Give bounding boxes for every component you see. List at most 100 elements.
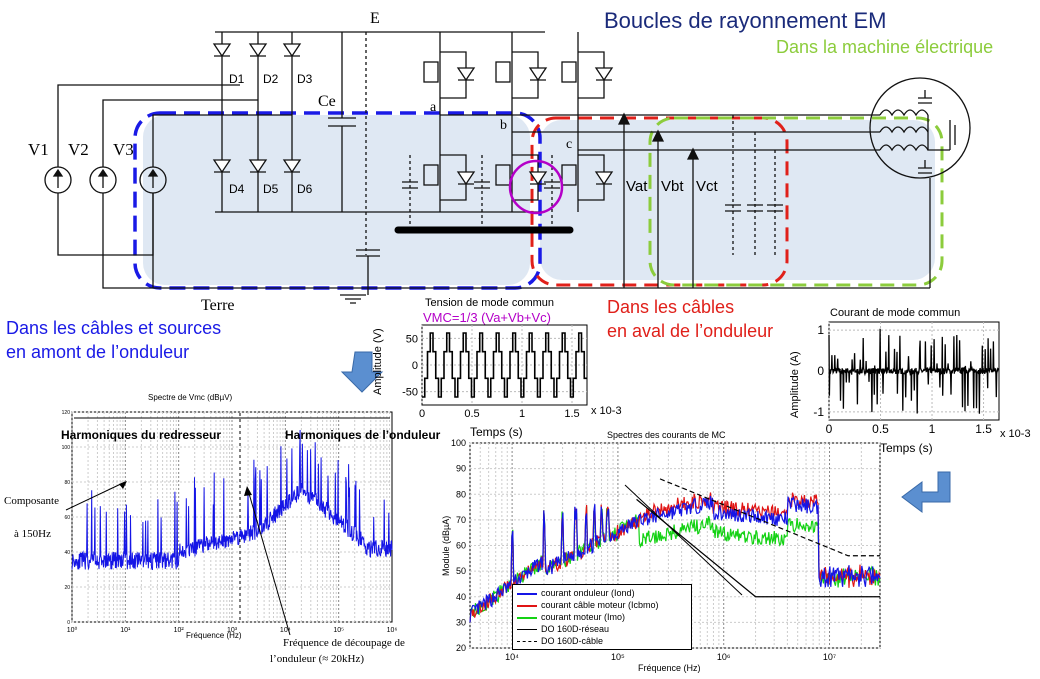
- legend-do160-cable-text: DO 160D-câble: [541, 636, 604, 646]
- switching-label-1: Fréquence de découpage de: [283, 637, 405, 649]
- vmc-xtick: 10¹: [120, 627, 131, 634]
- mc-ytick: 60: [456, 541, 466, 551]
- diode-bridge: [212, 31, 545, 213]
- mcv-xtick: 0: [419, 408, 425, 420]
- mcv-ytick: 50: [406, 333, 418, 345]
- limit-line-pointer: [624, 484, 743, 596]
- cable-loop-label-line1: Dans les câbles: [607, 297, 735, 317]
- mci-ylabel: Amplitude (A): [789, 351, 801, 418]
- upstream-loop-label-line1: Dans les câbles et sources: [6, 318, 222, 338]
- mc-ytick: 30: [456, 617, 466, 627]
- vmc-ytick: 100: [62, 445, 71, 451]
- mcv-xtick: 1: [519, 408, 525, 420]
- vmc-ytick: 0: [67, 620, 70, 626]
- mcv-xtick: 1.5: [564, 408, 579, 420]
- mc-ytick: 40: [456, 592, 466, 602]
- series-do160-cable: [659, 478, 880, 557]
- upstream-loop-label-line2: en amont de l’onduleur: [6, 342, 190, 362]
- vmc-xtick: 10³: [227, 627, 238, 634]
- mcv-ytick: -50: [402, 387, 418, 399]
- component-label-1: Composante: [4, 495, 59, 507]
- cable-loop: [530, 116, 789, 287]
- source-v2-label: V2: [68, 140, 89, 159]
- legend-entry-icbmo: courant câble moteur (Icbmo): [517, 600, 659, 610]
- mc-spectra-xlabel: Fréquence (Hz): [638, 663, 701, 673]
- mc-ytick: 100: [451, 438, 466, 448]
- mc-ytick: 70: [456, 515, 466, 525]
- mc-spectra-title: Spectres des courants de MC: [607, 430, 726, 440]
- switching-label-2: l’onduleur (≈ 20kHz): [270, 653, 365, 665]
- mcv-xlabel: Temps (s): [470, 425, 523, 439]
- source-v1-label: V1: [28, 140, 49, 159]
- vmc-ytick: 40: [64, 550, 70, 556]
- series-imo: [469, 506, 881, 623]
- mcv-multiplier: x 10-3: [591, 405, 622, 417]
- figure-title: Boucles de rayonnement EM: [604, 8, 887, 33]
- vmc-xtick: 10⁴: [280, 627, 291, 634]
- vmc-spectrum-trace: [71, 429, 393, 571]
- series-do160-reseau: [636, 498, 880, 598]
- legend-entry-do160-reseau: DO 160D-réseau: [517, 624, 609, 634]
- diode-d2-label: D2: [263, 72, 279, 86]
- mci-title: Courant de mode commun: [830, 307, 961, 319]
- mcv-ylabel: Amplitude (V): [372, 328, 384, 395]
- vmc-ytick: 60: [64, 515, 70, 521]
- legend-iond-text: courant onduleur (Iond): [541, 588, 635, 598]
- legend-do160-reseau-text: DO 160D-réseau: [541, 624, 610, 634]
- phase-a-label: a: [430, 100, 437, 115]
- diode-d5-label: D5: [263, 182, 279, 196]
- mc-spectra-legend: courant onduleur (Iond) courant câble mo…: [512, 584, 692, 650]
- series-iond: [469, 495, 881, 623]
- mc-xtick: 10⁷: [823, 652, 836, 662]
- mcv-xtick: 0.5: [464, 408, 479, 420]
- vmc-xtick: 10⁰: [67, 626, 78, 634]
- downstream-loop-fill: [540, 120, 935, 280]
- legend-entry-iond: courant onduleur (Iond): [517, 588, 635, 598]
- phase-c-label: c: [566, 137, 573, 152]
- mc-ytick: 20: [456, 643, 466, 653]
- mc-xtick: 10⁶: [717, 652, 731, 662]
- mci-trace: [828, 328, 1000, 414]
- vmc-ytick: 120: [62, 410, 71, 416]
- legend-imo-text: courant moteur (Imo): [541, 612, 626, 622]
- arrow-down-left-icon: [340, 351, 384, 393]
- vmc-xtick: 10²: [174, 627, 185, 634]
- diode-d1-label: D1: [229, 72, 245, 86]
- upstream-loop-fill: [143, 115, 530, 285]
- mcv-title: Tension de mode commun: [425, 297, 555, 309]
- machine-loop-label: Dans la machine électrique: [776, 37, 994, 57]
- arrow-down-left-2-icon: [901, 471, 951, 513]
- mci-xtick: 1.5: [975, 422, 992, 436]
- machine-loop: [648, 116, 944, 287]
- phase-b-label: b: [500, 118, 507, 133]
- diode-d6-label: D6: [297, 182, 313, 196]
- inverter: [402, 32, 880, 230]
- cable-loop-label: Dans les câbles en aval de l’onduleur: [607, 295, 773, 343]
- power-circuit: [44, 31, 971, 304]
- mc-spectra-ylabel: Module (dBµA): [441, 515, 451, 576]
- vbt-label: Vbt: [661, 178, 684, 195]
- mci-ytick: -1: [813, 405, 824, 419]
- motor-symbol: [869, 77, 971, 179]
- mci-xlabel: Temps (s): [880, 441, 933, 455]
- mci-xtick: 0: [826, 422, 833, 436]
- legend-icbmo-text: courant câble moteur (Icbmo): [541, 600, 659, 610]
- mc-ytick: 80: [456, 489, 466, 499]
- voltage-sources: [44, 84, 930, 289]
- mc-ytick: 90: [456, 464, 466, 474]
- diode-d3-label: D3: [297, 72, 313, 86]
- cable-loop-label-line2: en aval de l’onduleur: [607, 321, 774, 341]
- legend-entry-do160-cable: DO 160D-câble: [517, 636, 603, 646]
- component-label-2: à 150Hz: [14, 528, 51, 540]
- mc-xtick: 10⁵: [611, 652, 625, 662]
- vmc-ytick: 20: [64, 585, 70, 591]
- mcv-trace: [422, 332, 587, 398]
- mc-xtick: 10⁴: [505, 652, 519, 662]
- vmc-ytick: 80: [64, 480, 70, 486]
- diode-d4-label: D4: [229, 182, 245, 196]
